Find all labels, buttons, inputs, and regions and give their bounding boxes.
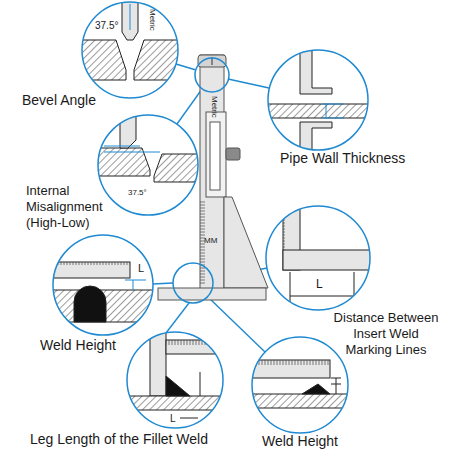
callout-label: Bevel Angle: [22, 92, 96, 108]
drawing-part: [322, 104, 344, 105]
drawing-part: [53, 235, 153, 335]
drawing-part: [206, 112, 226, 197]
pipe-wall-detail: [262, 48, 374, 150]
drawing-part: [268, 50, 368, 150]
drawing-part: [300, 48, 332, 94]
drawing-part: [228, 79, 269, 88]
callout-label: Internal Misalignment (High-Low): [26, 183, 118, 231]
drawing-part: [50, 262, 130, 278]
drawing-part: [336, 378, 337, 394]
drawing-part: [262, 104, 374, 118]
drawing-part: [250, 360, 330, 365]
callout-label: Distance Between Insert Weld Marking Lin…: [330, 310, 442, 358]
drawing-part: [78, 40, 126, 80]
drawing-part: [290, 296, 354, 297]
drawing-part: [300, 122, 332, 150]
weld-height-detail: [50, 262, 160, 322]
drawing-part: [208, 297, 265, 352]
drawing-part: [252, 337, 348, 433]
fillet-leg-detail: [124, 328, 228, 418]
bevel-angle-detail: [78, 0, 182, 80]
scale-marking: Metric: [210, 96, 219, 118]
drawing-part: [176, 64, 196, 70]
drawing-part: [124, 396, 228, 410]
drawing-part: [127, 332, 223, 428]
drawing-part: [252, 337, 348, 433]
drawing-part: [283, 204, 289, 250]
drawing-part: [283, 250, 375, 270]
drawing-part: [82, 2, 178, 98]
dimension-letter: L: [170, 413, 176, 425]
drawing-part: [127, 332, 223, 428]
drawing-part: [177, 89, 202, 124]
angle-value: 37.5°: [95, 20, 118, 32]
drawing-part: [154, 154, 200, 182]
drawing-part: [134, 40, 182, 80]
butt-weld-height-detail: [250, 360, 354, 408]
drawing-part: [331, 384, 341, 385]
callout-label: Weld Height: [262, 433, 338, 449]
drawing-part: [166, 303, 189, 333]
drawing-part: [153, 283, 173, 284]
drawing-part: [104, 146, 140, 147]
magnifier-ring: [195, 58, 229, 92]
magnifier-ring: [173, 263, 213, 303]
drawing-part: [354, 272, 355, 302]
callout-label: Leg Length of the Fillet Weld: [30, 431, 208, 447]
scale-marking: Metric: [148, 9, 157, 31]
misalignment-detail: [96, 110, 200, 182]
drawing-part: [50, 262, 130, 267]
drawing-part: [250, 394, 354, 408]
dimension-letter: L: [316, 278, 323, 292]
scale-marking: MM: [204, 236, 217, 245]
drawing-part: [200, 372, 201, 396]
drawing-part: [290, 272, 291, 302]
drawing-part: [210, 124, 216, 188]
drawing-part: [98, 115, 198, 215]
drawing-part: [120, 110, 136, 148]
drawing-part: [166, 340, 216, 345]
drawing-part: [125, 280, 146, 281]
drawing-part: [104, 152, 160, 153]
drawing-part: [250, 360, 330, 378]
drawing-part: [322, 118, 344, 119]
dimension-letter: L: [138, 262, 144, 275]
callout-label: Weld Height: [40, 337, 116, 353]
drawing-part: [300, 250, 375, 256]
drawing-part: [166, 376, 190, 396]
drawing-part: [130, 4, 131, 30]
drawing-part: [302, 384, 330, 394]
drawing-part: [133, 280, 134, 290]
drawing-part: [226, 148, 240, 160]
drawing-part: [74, 286, 106, 322]
drawing-part: [150, 332, 156, 392]
drawing-part: [210, 122, 220, 190]
drawing-part: [180, 418, 198, 419]
drawing-part: [224, 197, 268, 288]
callout-label: Pipe Wall Thickness: [280, 150, 405, 166]
drawing-part: [166, 340, 216, 354]
drawing-part: [326, 104, 327, 118]
drawing-part: [268, 50, 368, 150]
drawing-part: [53, 235, 153, 335]
drawing-part: [122, 0, 138, 40]
angle-value: 37.5°: [128, 188, 147, 197]
drawing-part: [266, 206, 370, 310]
drawing-part: [331, 378, 341, 379]
